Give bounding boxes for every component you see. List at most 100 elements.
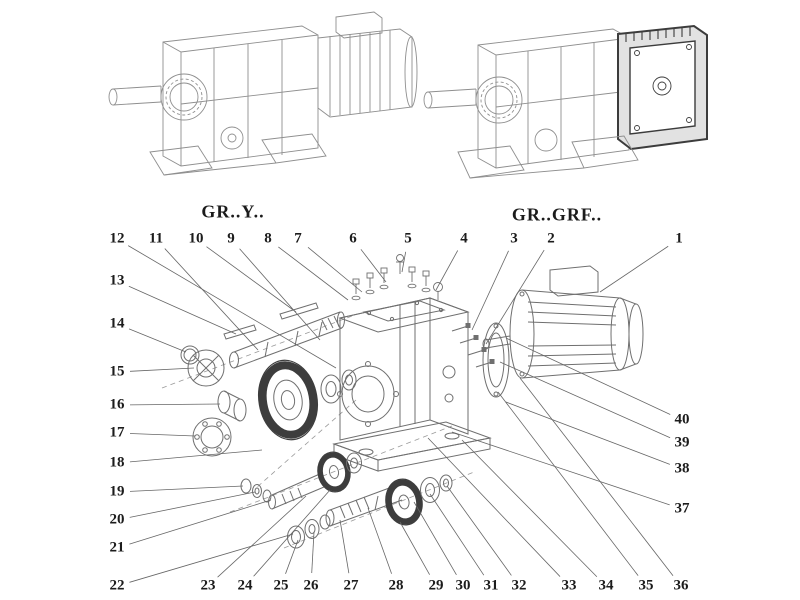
callout-3: 3 [510, 230, 518, 247]
callout-16: 16 [109, 396, 125, 413]
callout-23: 23 [200, 577, 216, 594]
callout-32: 32 [511, 577, 527, 594]
callout-13: 13 [109, 272, 125, 289]
leader-line-37 [451, 431, 670, 506]
housing-base [332, 421, 492, 472]
leader-line-14 [128, 328, 187, 353]
model-label-right: GR..GRF.. [511, 204, 603, 225]
callout-22: 22 [109, 577, 125, 594]
leader-line-1 [599, 245, 669, 293]
motor [482, 265, 644, 379]
motor-adapter-flange [482, 322, 510, 398]
leader-line-21 [129, 499, 272, 545]
leader-line-20 [129, 491, 256, 518]
motor-bolts [451, 323, 495, 368]
callout-1: 1 [675, 230, 683, 247]
intermediate-pinion-assembly [240, 451, 362, 510]
callout-40: 40 [674, 411, 690, 428]
leader-line-8 [278, 246, 349, 301]
leader-line-22 [129, 533, 294, 583]
output-shaft-assembly [287, 474, 453, 549]
callout-26: 26 [303, 577, 319, 594]
input-shaft-assembly [180, 302, 345, 457]
assembled-gearmotor-gr-grf [423, 24, 708, 179]
bolt [351, 278, 361, 301]
leader-line-25 [285, 539, 299, 574]
inspection-cover [362, 300, 446, 322]
callout-34: 34 [598, 577, 614, 594]
callout-4: 4 [460, 230, 468, 247]
bolt [407, 266, 417, 289]
leader-line-36 [519, 377, 674, 576]
leader-line-26 [311, 531, 315, 574]
leader-line-27 [339, 519, 350, 574]
leader-line-11 [164, 248, 259, 351]
leader-line-5 [401, 251, 407, 273]
callout-38: 38 [674, 460, 690, 477]
flange-cover-block [617, 24, 708, 151]
leader-line-16 [129, 403, 221, 406]
snap-ring [180, 345, 200, 365]
model-label-left: GR..Y.. [201, 201, 265, 222]
leader-line-30 [413, 501, 457, 575]
callout-35: 35 [638, 577, 654, 594]
leader-line-29 [399, 521, 430, 575]
leader-line-34 [461, 439, 598, 578]
callout-28: 28 [388, 577, 404, 594]
callout-20: 20 [109, 511, 125, 528]
shaft-key [223, 324, 257, 340]
assembled-gearmotor-gr-y [108, 11, 418, 176]
callout-14: 14 [109, 315, 125, 332]
leader-line-24 [253, 489, 331, 577]
callout-17: 17 [109, 424, 125, 441]
leader-line-23 [217, 495, 307, 578]
callout-24: 24 [237, 577, 253, 594]
bolt [365, 272, 375, 295]
callout-7: 7 [294, 230, 302, 247]
callout-36: 36 [673, 577, 689, 594]
terminal-box [335, 11, 383, 39]
callout-25: 25 [273, 577, 289, 594]
leader-line-12 [127, 245, 337, 369]
callout-37: 37 [674, 500, 690, 517]
callout-10: 10 [188, 230, 204, 247]
housing-bore [341, 365, 395, 423]
callout-31: 31 [483, 577, 499, 594]
callout-27: 27 [343, 577, 359, 594]
leader-lines [127, 245, 674, 583]
pinion-gear [317, 451, 351, 493]
leader-line-3 [471, 250, 509, 331]
callout-21: 21 [109, 539, 125, 556]
large-gear [258, 359, 318, 441]
callout-11: 11 [148, 230, 164, 247]
leader-line-10 [206, 246, 297, 313]
motor-shaft [482, 338, 490, 350]
callout-33: 33 [561, 577, 577, 594]
callout-15: 15 [109, 363, 125, 380]
leader-line-7 [307, 246, 363, 293]
callout-30: 30 [455, 577, 471, 594]
leader-line-40 [505, 337, 671, 415]
leader-line-19 [129, 485, 244, 492]
leader-line-39 [499, 361, 671, 439]
bolt [379, 267, 389, 290]
leader-line-17 [129, 433, 196, 437]
callout-5: 5 [404, 230, 412, 247]
leader-line-13 [128, 285, 237, 335]
callout-8: 8 [264, 230, 272, 247]
gearbox-housing [332, 297, 492, 472]
eye-bolt [433, 282, 443, 300]
leader-line-35 [497, 391, 639, 576]
leader-line-15 [129, 367, 195, 372]
leader-line-4 [435, 250, 459, 291]
spacer-sleeve [217, 390, 247, 422]
leader-line-38 [505, 401, 670, 465]
callout-29: 29 [428, 577, 444, 594]
callout-6: 6 [349, 230, 357, 247]
terminal-box [549, 265, 599, 297]
leader-line-28 [367, 507, 392, 574]
leader-line-18 [129, 449, 263, 463]
gear-spacers [320, 369, 357, 404]
